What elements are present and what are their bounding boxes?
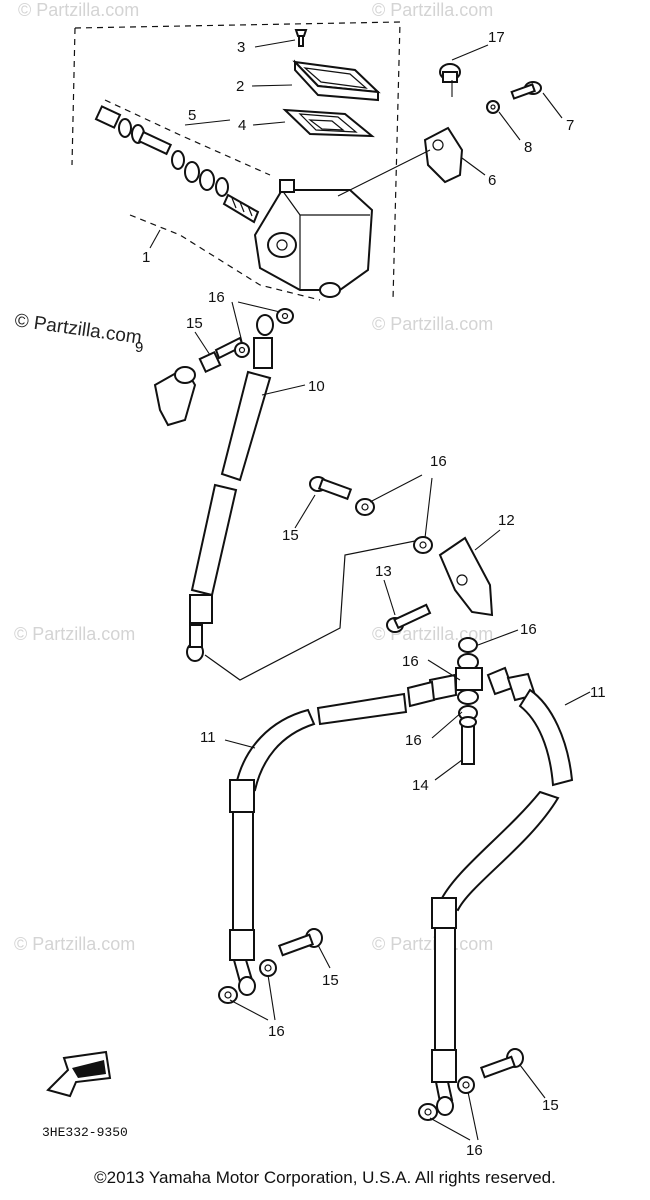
master-cylinder-body-part: [253, 179, 374, 298]
copper-washer-part: [355, 498, 433, 554]
three-way-joint-part: [455, 637, 483, 765]
callout-4: 4: [238, 117, 246, 134]
callout-16: 16: [430, 453, 447, 470]
watermark: © Partzilla.com: [372, 0, 493, 20]
callout-15: 15: [542, 1097, 559, 1114]
callout-9: 9: [135, 339, 143, 356]
callout-5: 5: [188, 107, 196, 124]
callout-16: 16: [268, 1023, 285, 1040]
reservoir-cap-part: [292, 59, 381, 102]
callout-10: 10: [308, 378, 325, 395]
copper-washer-part: [218, 959, 277, 1004]
screw-part: [294, 29, 308, 47]
callout-15: 15: [322, 972, 339, 989]
callout-13: 13: [375, 563, 392, 580]
watermark-prominent: © Partzilla.com: [13, 310, 143, 349]
watermark: © Partzilla.com: [14, 624, 135, 644]
callout-11: 11: [200, 729, 216, 746]
callout-3: 3: [237, 39, 245, 56]
hose-joint-part: [438, 536, 494, 617]
callout-16: 16: [520, 621, 537, 638]
callout-1: 1: [142, 249, 150, 266]
brake-hose-left-part: [229, 673, 458, 996]
brake-hose-upper-part: [186, 314, 274, 662]
callout-7: 7: [566, 117, 574, 134]
kit-boundary: [71, 21, 401, 301]
copper-washer-part: [418, 1076, 475, 1121]
callout-16: 16: [208, 289, 225, 306]
connection-line: [204, 539, 421, 681]
watermark: © Partzilla.com: [372, 934, 493, 954]
diaphragm-part: [282, 108, 375, 138]
front-arrow-icon: [46, 1050, 112, 1098]
copper-washer-part: [234, 308, 294, 358]
small-washer-part: [486, 100, 500, 114]
switch-screw-part: [510, 81, 542, 100]
callout-17: 17: [488, 29, 505, 46]
piston-kit-part: [94, 99, 271, 224]
callout-8: 8: [524, 139, 532, 156]
watermark: © Partzilla.com: [372, 314, 493, 334]
callout-2: 2: [236, 78, 244, 95]
callout-15: 15: [186, 315, 203, 332]
banjo-bolt-part: [309, 476, 353, 501]
watermark: © Partzilla.com: [18, 0, 139, 20]
callout-16: 16: [402, 653, 419, 670]
copyright-notice: ©2013 Yamaha Motor Corporation, U.S.A. A…: [94, 1168, 556, 1187]
callout-11: 11: [590, 684, 606, 701]
banjo-bolt-part: [479, 1048, 524, 1079]
callout-14: 14: [412, 777, 429, 794]
diagram-code: 3HE332-9350: [42, 1125, 128, 1140]
cap-part: [439, 63, 461, 83]
callout-16: 16: [405, 732, 422, 749]
callout-12: 12: [498, 512, 515, 529]
watermark: © Partzilla.com: [14, 934, 135, 954]
callout-labels: 3 2 4 5 1 6 7 8 17 16 15 9 10 16 15 12 1…: [135, 29, 606, 1159]
callout-6: 6: [488, 172, 496, 189]
joint-bolt-part: [386, 603, 432, 633]
brake-switch-part: [423, 126, 464, 184]
callout-15: 15: [282, 527, 299, 544]
banjo-bolt-part: [277, 928, 323, 957]
callout-16: 16: [466, 1142, 483, 1159]
leader-lines: [149, 39, 591, 1141]
rubber-cap-part: [153, 366, 197, 427]
brake-hose-right-part: [431, 666, 574, 1116]
